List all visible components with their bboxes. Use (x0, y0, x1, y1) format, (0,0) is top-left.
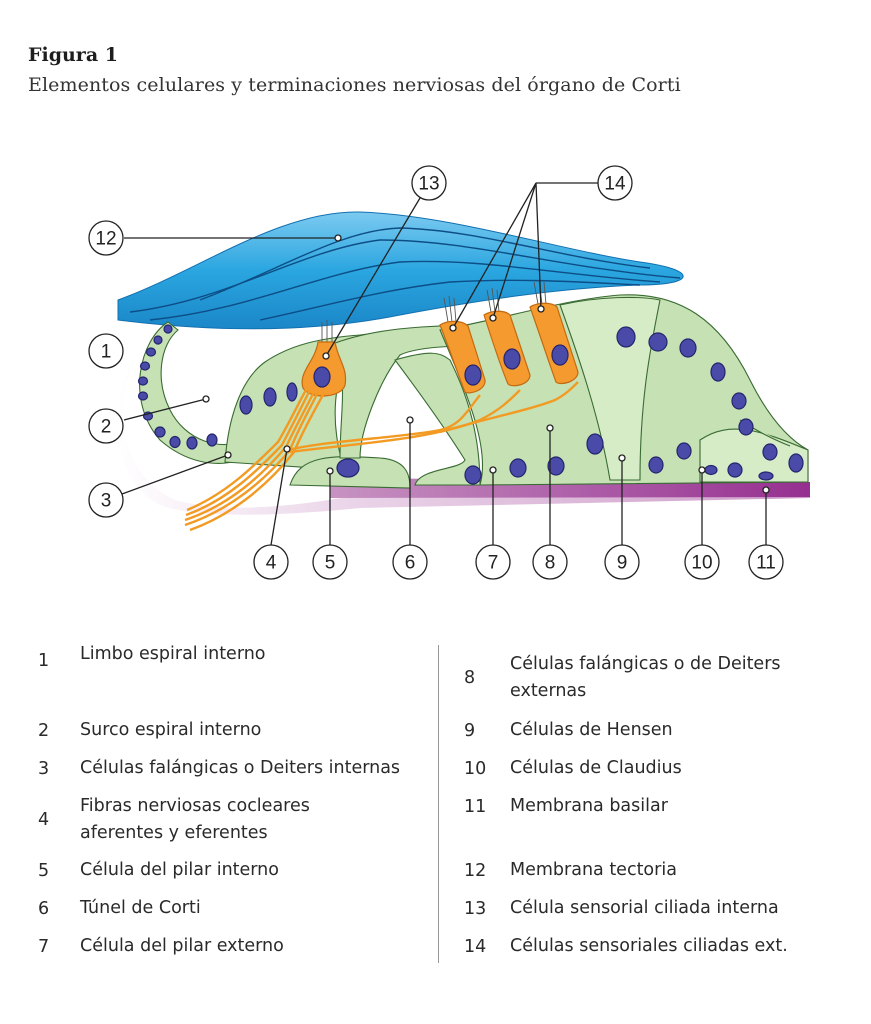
callout-5: 5 (312, 544, 348, 580)
legend-number: 14 (464, 936, 487, 957)
leader-anchors (202, 234, 770, 494)
svg-text:2: 2 (101, 417, 112, 438)
callout-7: 7 (475, 544, 511, 580)
legend-number: 1 (38, 651, 50, 671)
legend-number: 3 (38, 758, 50, 779)
legend-number: 2 (38, 720, 50, 741)
legend-item: 7 Célula del pilar externo (30, 933, 435, 960)
legend-text: Célula sensorial ciliada interna (510, 898, 779, 918)
callout-13: 13 (411, 165, 447, 201)
svg-text:7: 7 (488, 553, 499, 574)
svg-text:9: 9 (617, 553, 628, 574)
legend-item: 12 Membrana tectoria (460, 857, 860, 884)
leader-lines (121, 182, 767, 546)
legend-item: 8 Células falángicas o de Deiters extern… (460, 651, 860, 705)
inner-hair-cell (301, 320, 347, 397)
spiral-limbus (117, 340, 811, 515)
legend-number: 9 (464, 720, 476, 741)
svg-text:8: 8 (545, 553, 556, 574)
svg-text:4: 4 (266, 553, 277, 574)
legend-item: 5 Célula del pilar interno (30, 857, 435, 884)
legend-text: Membrana tectoria (510, 860, 677, 880)
legend-number: 6 (38, 898, 50, 919)
svg-text:10: 10 (691, 553, 712, 574)
callout-2: 2 (88, 408, 124, 444)
legend-number: 12 (464, 860, 487, 881)
callout-14: 14 (597, 165, 633, 201)
callout-12: 12 (88, 220, 124, 256)
legend-number: 13 (464, 898, 487, 919)
outer-hair-cell-1 (439, 295, 486, 394)
legend-number: 7 (38, 936, 50, 957)
svg-text:5: 5 (325, 553, 336, 574)
legend-text: Túnel de Corti (80, 898, 201, 918)
legend-number: 11 (464, 796, 487, 817)
callout-10: 10 (684, 544, 720, 580)
callout-4: 4 (253, 544, 289, 580)
figure-title: Elementos celulares y terminaciones nerv… (28, 74, 681, 96)
legend-number: 4 (38, 810, 50, 830)
legend-divider (438, 645, 439, 963)
svg-text:6: 6 (405, 553, 416, 574)
legend-text: Células falángicas o Deiters internas (80, 758, 401, 778)
outer-nuclei (464, 326, 804, 485)
legend-text: Membrana basilar (510, 796, 668, 816)
figure-label: Figura 1 (28, 44, 118, 66)
outer-pillar-cell (394, 352, 481, 486)
callout-11: 11 (748, 544, 784, 580)
legend-text: Célula del pilar externo (80, 936, 284, 956)
svg-text:3: 3 (101, 491, 112, 512)
svg-text:14: 14 (604, 174, 626, 195)
legend-text: Células de Hensen (510, 720, 673, 740)
inner-sulcus-cells (137, 321, 246, 464)
legend-text: Limbo espiral interno (80, 643, 266, 664)
legend-item: 13 Célula sensorial ciliada interna (460, 895, 860, 922)
inner-supporting-cells (224, 329, 432, 471)
organ-of-corti-diagram: 1 2 3 4 5 6 7 8 9 10 11 12 13 14 (88, 165, 811, 580)
legend-item: 9 Células de Hensen (460, 717, 860, 744)
legend-item: 6 Túnel de Corti (30, 895, 435, 922)
legend-number: 5 (38, 860, 50, 881)
svg-text:1: 1 (101, 342, 112, 363)
legend-item: 11 Membrana basilar (460, 793, 860, 820)
legend-text: Células sensoriales ciliadas ext. (510, 936, 788, 956)
legend-text: Células falángicas o de Deiters externas (510, 654, 781, 701)
legend-item: 14 Células sensoriales ciliadas ext. (460, 933, 860, 960)
outer-hair-cell-3 (529, 279, 579, 385)
svg-text:11: 11 (756, 553, 776, 574)
outer-hair-cell-2 (483, 287, 531, 387)
svg-text:12: 12 (95, 229, 116, 250)
legend-item: 3 Células falángicas o Deiters internas (30, 755, 435, 782)
callout-1: 1 (88, 333, 124, 369)
legend-item: 4 Fibras nerviosas cocleares aferentes y… (30, 793, 435, 847)
legend-item: 2 Surco espiral interno (30, 717, 435, 744)
legend-text: Surco espiral interno (80, 720, 262, 740)
callout-8: 8 (532, 544, 568, 580)
legend-item: 10 Células de Claudius (460, 755, 860, 782)
legend-number: 8 (464, 668, 476, 688)
callout-6: 6 (392, 544, 428, 580)
legend-text: Células de Claudius (510, 758, 682, 778)
legend-item: 1 Limbo espiral interno (30, 644, 435, 672)
outer-supporting-cells (439, 294, 809, 486)
callout-3: 3 (88, 482, 124, 518)
legend-text: Fibras nerviosas cocleares aferentes y e… (80, 796, 310, 843)
tectorial-membrane (117, 211, 684, 330)
callout-9: 9 (604, 544, 640, 580)
legend-text: Célula del pilar interno (80, 860, 279, 880)
legend-number: 10 (464, 758, 487, 779)
svg-text:13: 13 (418, 174, 439, 195)
